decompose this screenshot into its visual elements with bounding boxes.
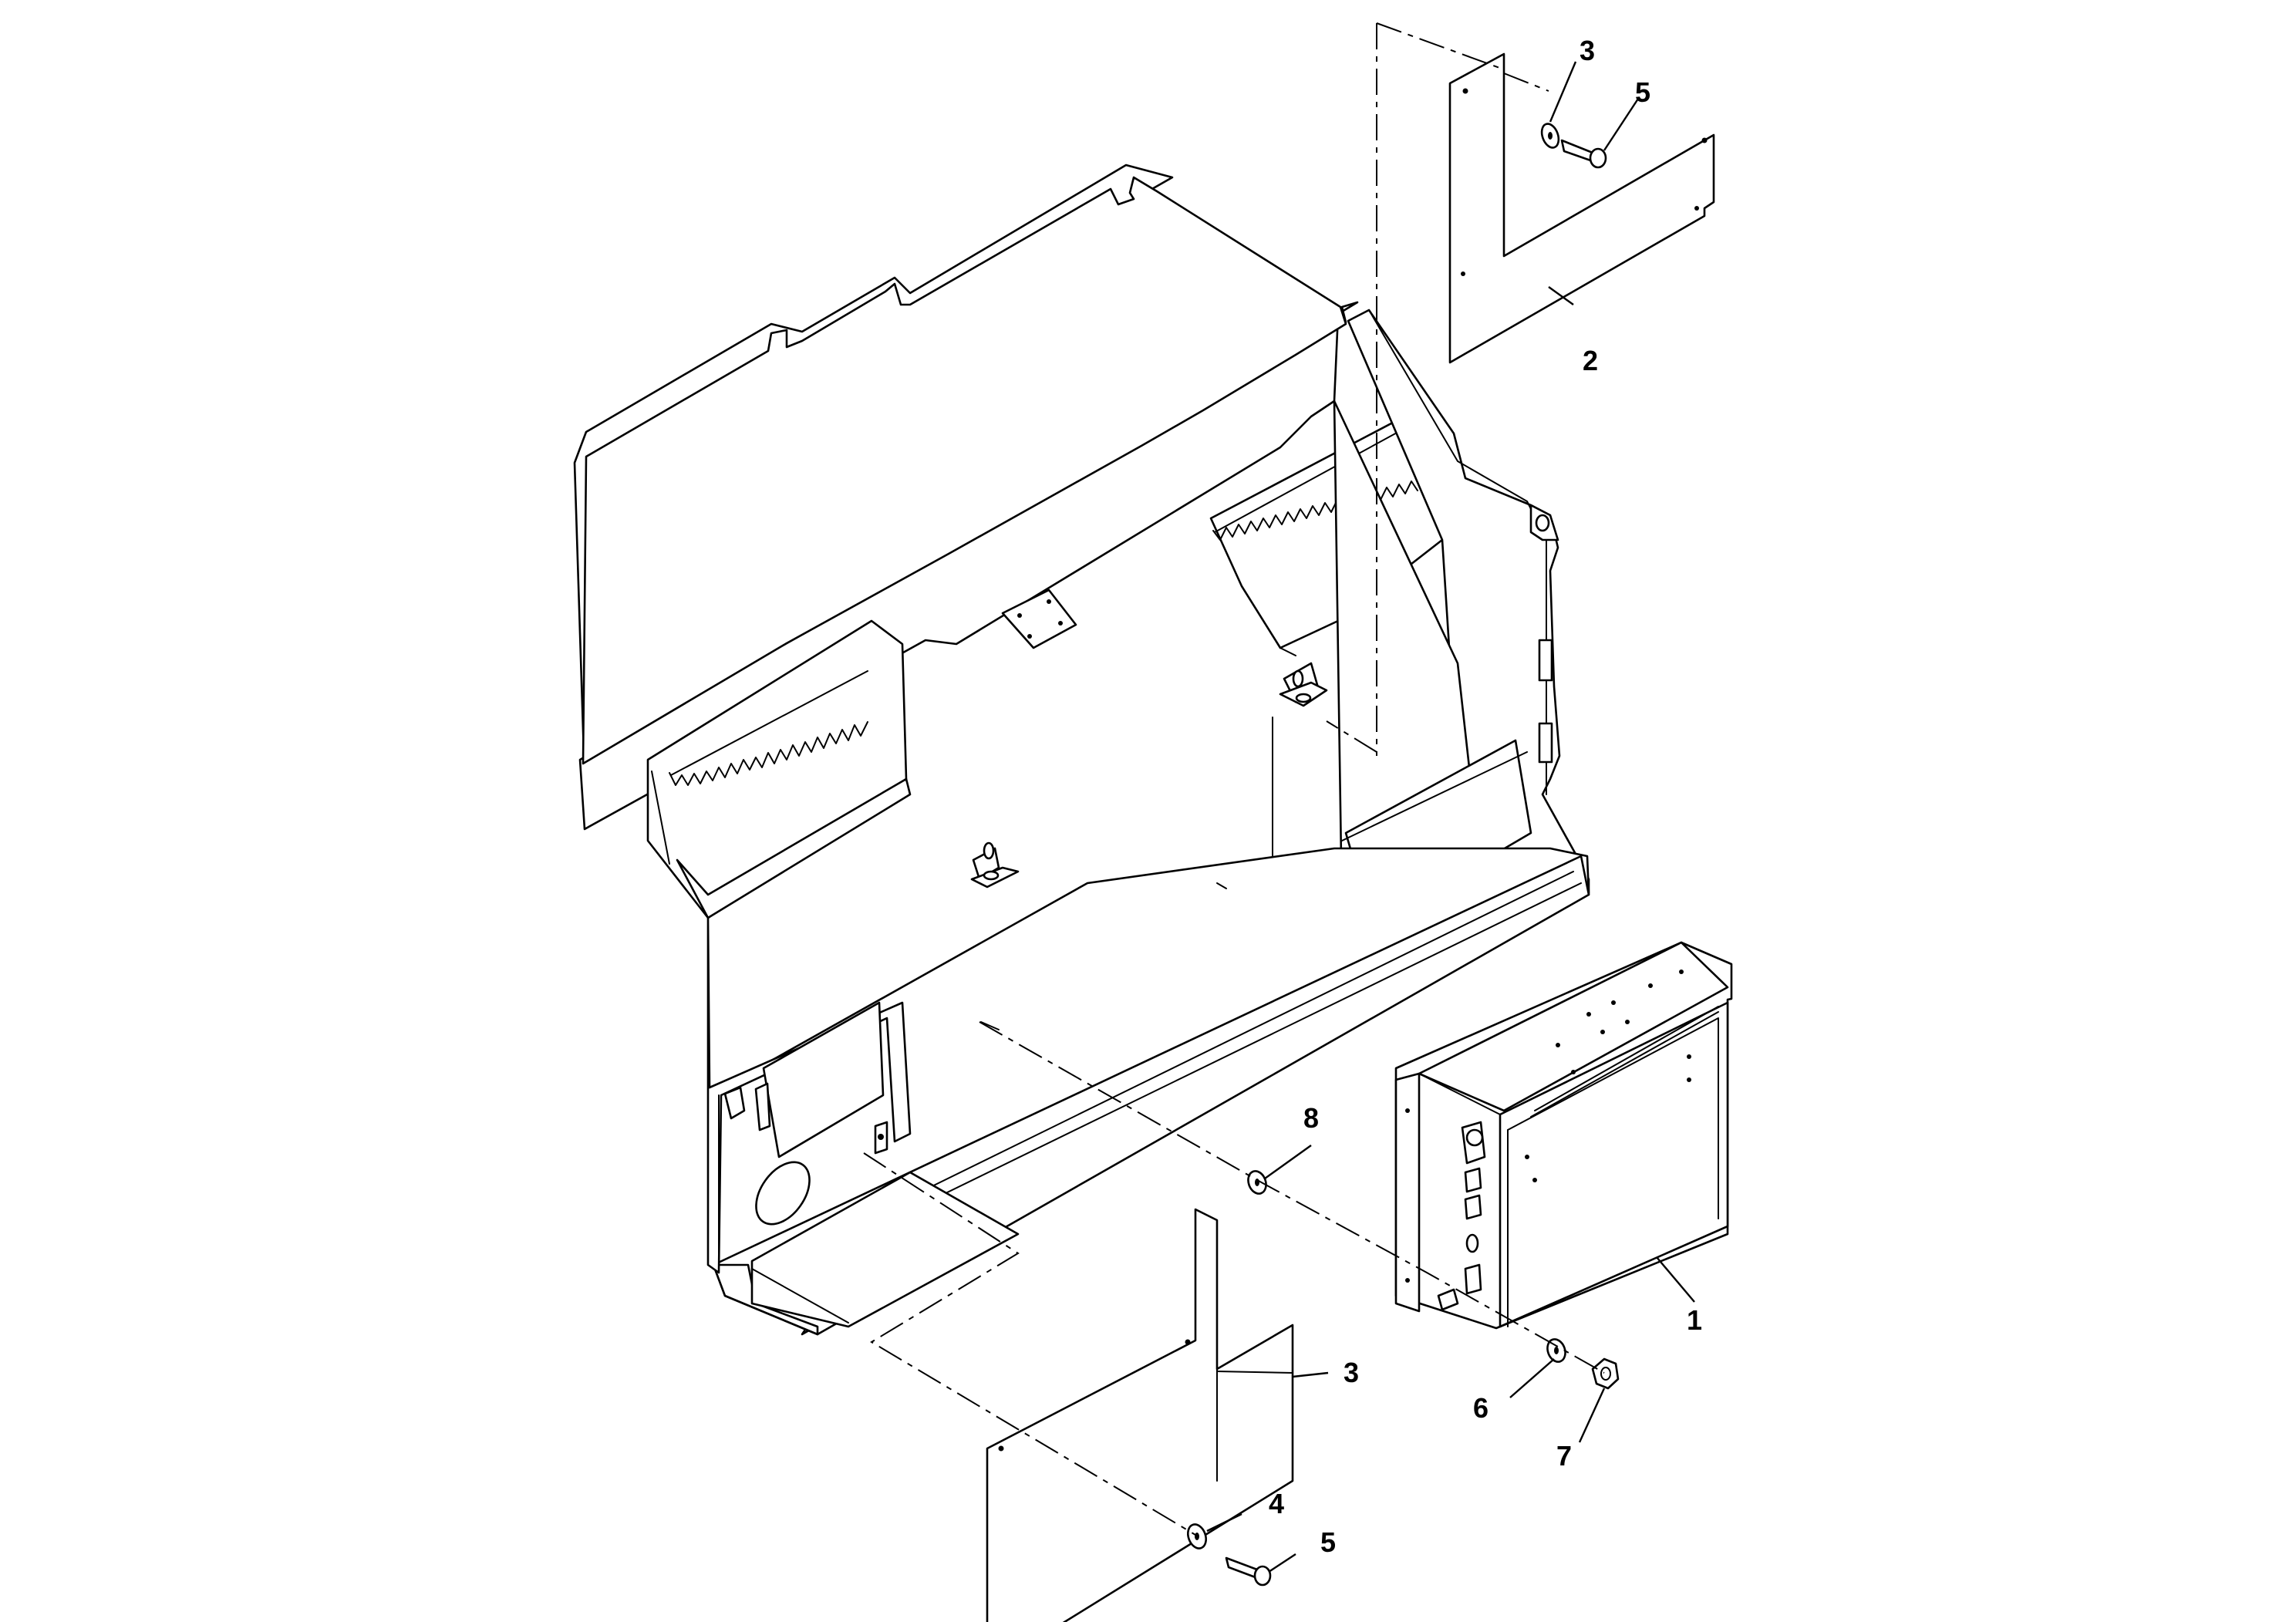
washer-8 xyxy=(1247,1170,1267,1195)
callout-8: 8 xyxy=(1303,1102,1319,1134)
callout-labels: 3 5 2 8 3 1 6 7 4 5 xyxy=(1269,35,1702,1558)
callout-4-bottom: 4 xyxy=(1269,1488,1284,1519)
washer-4-bottom xyxy=(1187,1523,1207,1549)
callout-2: 2 xyxy=(1583,345,1598,376)
chassis-housing xyxy=(573,164,1590,1336)
lower-cover-panel xyxy=(986,1208,1294,1622)
callout-1: 1 xyxy=(1687,1304,1702,1336)
leader-lines xyxy=(1206,61,1695,1573)
screw-5-top xyxy=(1560,139,1607,169)
callout-4-top: 3 xyxy=(1580,35,1595,66)
callout-7: 7 xyxy=(1556,1440,1572,1472)
screw-5-bottom xyxy=(1225,1556,1272,1587)
callout-3: 3 xyxy=(1344,1357,1359,1388)
washer-6 xyxy=(1546,1338,1566,1363)
washer-4-top xyxy=(1540,123,1560,149)
electronics-box xyxy=(1394,941,1733,1330)
callout-6: 6 xyxy=(1473,1392,1489,1424)
callout-5-top: 5 xyxy=(1635,76,1650,108)
callout-5-bottom: 5 xyxy=(1320,1526,1336,1558)
nut-7 xyxy=(1591,1357,1620,1390)
assembly-centerlines xyxy=(863,22,1605,1536)
upper-cover-panel xyxy=(1448,52,1715,364)
